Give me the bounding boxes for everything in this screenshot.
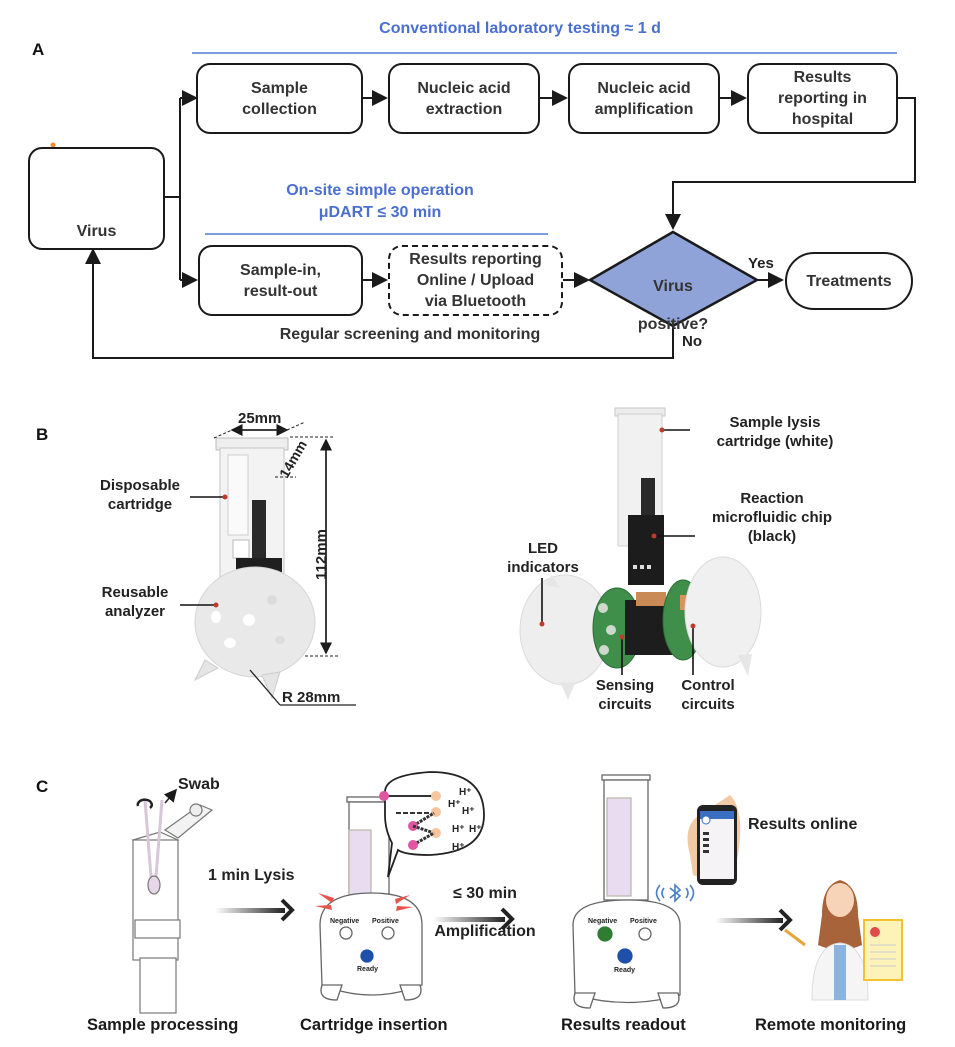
onsite-title-line2: μDART ≤ 30 min <box>318 204 442 221</box>
phone-in-hand-image <box>687 795 741 885</box>
regular-screening-label: Regular screening and monitoring <box>279 326 541 343</box>
caption-remote-monitoring: Remote monitoring <box>755 1016 907 1034</box>
step-nucleic-acid-amplification: Nucleic acid amplification <box>568 63 720 134</box>
label-sample-lysis-cartridge: Sample lysis cartridge (white) <box>716 414 834 450</box>
treatments-box: Treatments <box>785 252 913 310</box>
caption-cartridge-insertion: Cartridge insertion <box>300 1016 448 1034</box>
primer-diagram <box>379 791 441 850</box>
label-reaction-microfluidic-chip: Reaction microfluidic chip (black) <box>711 490 832 545</box>
signal-marks <box>315 893 413 911</box>
insertion-device-image <box>319 796 423 1001</box>
step-label: Results reporting in hospital <box>778 69 867 128</box>
caption-results-readout: Results readout <box>561 1016 686 1034</box>
ion-label: H⁺ <box>452 842 465 853</box>
label-control-circuits: Control circuits <box>681 677 735 713</box>
step-sample-in-result-out: Sample-in, result-out <box>198 245 363 316</box>
step-results-reporting-hospital: Results reporting in hospital <box>747 63 898 134</box>
virus-box-label: Virus <box>76 223 117 240</box>
label-led-indicators: LED indicators <box>507 540 579 576</box>
step-sample-collection: Sample collection <box>196 63 363 134</box>
panel-a-label: A <box>32 40 45 59</box>
bluetooth-icon <box>655 883 695 903</box>
rotate-arrow-icon <box>136 798 153 809</box>
decision-line1: Virus <box>653 278 693 295</box>
ion-label: H⁺ <box>469 824 482 835</box>
label-reusable-analyzer: Reusable analyzer <box>101 584 169 620</box>
caption-sample-processing: Sample processing <box>87 1016 239 1034</box>
step-label: Nucleic acid extraction <box>417 79 511 118</box>
doctor-image <box>784 880 903 1001</box>
no-loop-line <box>85 248 674 359</box>
conventional-testing-title: Conventional laboratory testing ≈ 1 d <box>379 20 661 37</box>
yes-label: Yes <box>748 255 774 272</box>
led-positive-label: Positive <box>630 918 657 925</box>
lysis-step-label: 1 min Lysis <box>208 867 295 884</box>
amp-time: ≤ 30 min <box>453 885 517 902</box>
label-disposable-cartridge: Disposable cartridge <box>99 477 181 513</box>
step-label: Sample-in, result-out <box>240 261 321 300</box>
led-ready-label: Ready <box>357 966 379 973</box>
ion-label: H⁺ <box>459 787 472 798</box>
onsite-operation-title: On-site simple operation μDART ≤ 30 min <box>250 180 510 224</box>
assembled-device-image <box>180 421 356 706</box>
reaction-bubble <box>384 771 485 878</box>
ion-label: H⁺ <box>462 806 475 817</box>
arrow-remote <box>715 918 783 923</box>
step-results-reporting-online: Results reporting Online / Upload via Bl… <box>388 245 563 316</box>
decision-label: Virus positive? <box>610 258 736 353</box>
led-ready-label: Ready <box>614 967 636 974</box>
virus-box: Virus <box>28 147 165 250</box>
onsite-title-line1: On-site simple operation <box>286 182 474 199</box>
ion-label: H⁺ <box>452 824 465 835</box>
arrow-lysis <box>215 908 285 913</box>
dim-width-label: 25mm <box>238 410 282 427</box>
dim-radius-label: R 28mm <box>282 689 341 706</box>
step-label: Nucleic acid amplification <box>594 79 694 118</box>
panel-b-label: B <box>36 425 49 444</box>
exploded-device-image <box>519 407 762 700</box>
amplification-step-label: ≤ 30 min Amplification <box>420 865 550 960</box>
arrow-amplification <box>433 917 505 922</box>
label-sensing-circuits: Sensing circuits <box>595 677 655 713</box>
step-nucleic-acid-extraction: Nucleic acid extraction <box>388 63 540 134</box>
sample-tube-image <box>131 799 214 1014</box>
treatments-label: Treatments <box>806 272 892 290</box>
amp-text: Amplification <box>434 923 536 940</box>
decision-line2: positive? <box>637 316 709 333</box>
swab-arrow <box>163 788 178 804</box>
led-positive-label: Positive <box>372 918 399 925</box>
results-online-label: Results online <box>748 816 858 833</box>
led-negative-label: Negative <box>588 918 618 925</box>
no-label: No <box>682 333 702 350</box>
swab-label: Swab <box>178 776 220 793</box>
panel-c-label: C <box>36 777 49 796</box>
led-negative-label: Negative <box>330 918 360 925</box>
ion-label: H⁺ <box>448 799 461 810</box>
readout-device-image <box>572 774 681 1009</box>
step-label: Results reporting Online / Upload via Bl… <box>409 251 542 310</box>
step-label: Sample collection <box>242 79 317 118</box>
